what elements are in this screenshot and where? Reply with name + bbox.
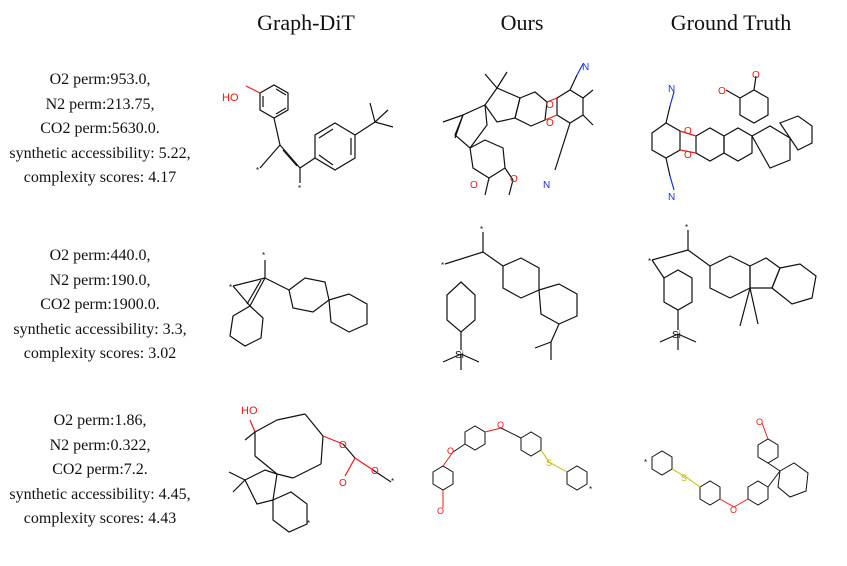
- svg-text:O: O: [752, 70, 760, 81]
- o2-perm-value: O2 perm:440.0,: [49, 247, 151, 264]
- svg-text:O: O: [437, 506, 444, 516]
- hydroxyl-label: HO: [222, 92, 239, 104]
- svg-text:O: O: [371, 466, 379, 477]
- molecule-graph-dit-row2: * *: [229, 251, 368, 347]
- svg-text:O: O: [730, 505, 737, 515]
- svg-text:O: O: [497, 420, 504, 430]
- svg-text:Si: Si: [455, 350, 464, 361]
- svg-text:O: O: [684, 150, 692, 161]
- column-header-graph-dit: Graph-DiT: [257, 10, 355, 35]
- molecule-ground-truth-row1: N N O O O O: [651, 70, 813, 203]
- svg-text:*: *: [480, 225, 483, 234]
- molecule-ours-row1: O O N N O O: [442, 62, 594, 196]
- n2-perm-value: N2 perm:0.322,: [49, 436, 151, 454]
- svg-text:*: *: [685, 223, 688, 232]
- molecule-ground-truth-row3: S O O *: [644, 417, 809, 515]
- molecule-ours-row3: O O S O *: [432, 420, 592, 516]
- o2-perm-value: O2 perm:953.0,: [49, 71, 151, 88]
- molecule-ground-truth-row2: * * Si: [648, 223, 817, 350]
- svg-text:N: N: [668, 192, 675, 203]
- co2-perm-value: CO2 perm:1900.0.: [40, 296, 160, 313]
- svg-text:*: *: [262, 251, 265, 260]
- svg-text:O: O: [339, 440, 347, 451]
- svg-text:O: O: [470, 180, 478, 191]
- synthetic-accessibility-value: synthetic accessibility: 5.22,: [9, 144, 191, 162]
- svg-text:O: O: [546, 100, 554, 111]
- svg-text:*: *: [589, 485, 592, 494]
- o2-perm-value: O2 perm:1.86,: [53, 412, 147, 429]
- molecule-graph-dit-row1: HO * *: [222, 84, 394, 193]
- column-header-ground-truth: Ground Truth: [670, 10, 792, 35]
- svg-text:*: *: [256, 166, 259, 175]
- svg-text:O: O: [339, 478, 347, 489]
- synthetic-accessibility-value: synthetic accessibility: 3.3,: [13, 320, 187, 338]
- svg-text:S: S: [681, 473, 687, 483]
- svg-text:*: *: [648, 257, 651, 266]
- hydroxyl-label: HO: [241, 405, 258, 417]
- svg-text:O: O: [718, 86, 726, 97]
- synthetic-accessibility-value: synthetic accessibility: 4.45,: [9, 485, 191, 503]
- svg-text:*: *: [644, 458, 647, 467]
- n2-perm-value: N2 perm:190.0,: [49, 271, 151, 289]
- svg-text:N: N: [543, 180, 550, 191]
- svg-text:N: N: [668, 84, 675, 95]
- svg-text:O: O: [447, 446, 454, 456]
- svg-text:O: O: [510, 174, 518, 185]
- complexity-score-value: complexity scores: 4.17: [23, 169, 177, 186]
- co2-perm-value: CO2 perm:7.2.: [52, 461, 148, 478]
- molecule-ours-row2: * * Si: [441, 225, 578, 370]
- molecule-graph-dit-row3: HO O O O * *: [228, 405, 394, 533]
- svg-text:N: N: [582, 62, 589, 73]
- row-label-2: O2 perm:440.0, N2 perm:190.0, CO2 perm:1…: [0, 244, 200, 367]
- n2-perm-value: N2 perm:213.75,: [45, 95, 155, 113]
- complexity-score-value: complexity scores: 3.02: [23, 345, 177, 362]
- svg-text:*: *: [307, 519, 310, 528]
- co2-perm-value: CO2 perm:5630.0.: [40, 120, 160, 137]
- svg-text:*: *: [298, 184, 301, 193]
- column-header-ours: Ours: [500, 10, 544, 35]
- svg-text:Si: Si: [672, 330, 681, 341]
- svg-text:*: *: [391, 477, 394, 486]
- svg-text:S: S: [546, 458, 552, 468]
- row-label-1: O2 perm:953.0, N2 perm:213.75, CO2 perm:…: [0, 68, 200, 191]
- svg-text:O: O: [756, 417, 763, 427]
- svg-text:O: O: [684, 126, 692, 137]
- svg-text:*: *: [229, 283, 232, 292]
- complexity-score-value: complexity scores: 4.43: [23, 510, 177, 527]
- row-label-3: O2 perm:1.86, N2 perm:0.322, CO2 perm:7.…: [0, 409, 200, 532]
- svg-text:*: *: [441, 261, 444, 270]
- svg-text:O: O: [546, 118, 554, 129]
